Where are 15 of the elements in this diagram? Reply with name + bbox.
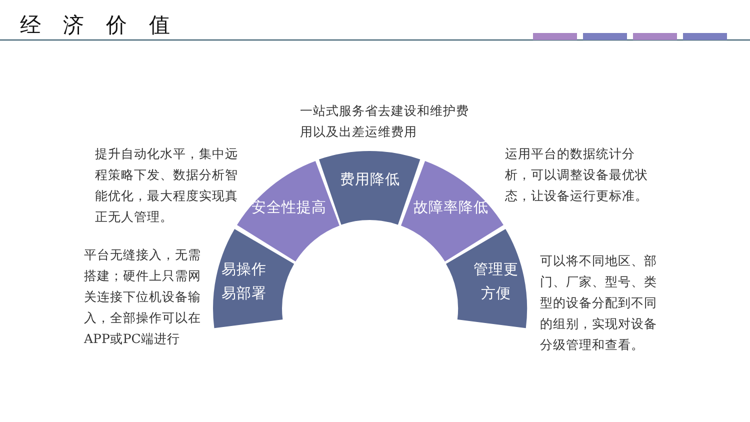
description-text: 运用平台的数据统计分析，可以调整设备最优状态，让设备运行更标准。 <box>505 145 649 205</box>
segment-label: 管理更方便 <box>472 261 519 304</box>
description-text: 可以将不同地区、部门、厂家、型号、类型的设备分配到不同的组别，实现对设备分级管理和查看。 <box>540 252 658 354</box>
segment-label: 安全性提高 <box>250 198 328 218</box>
description-text: 平台无缝接入，无需搭建；硬件上只需网关连接下位机设备输入，全部操作可以在APP或PC端进行 <box>84 246 202 348</box>
arc-segment <box>446 228 527 328</box>
description-text: 一站式服务省去建设和维护费用以及出差运维费用 <box>300 102 470 141</box>
segment-label: 费用降低 <box>338 170 401 190</box>
segment-label: 故障率降低 <box>412 198 490 218</box>
arc-segment <box>400 160 504 262</box>
segment-label: 易操作易部署 <box>221 261 268 304</box>
title: 经济价值 <box>20 12 192 39</box>
description-text: 提升自动化水平，集中远程策略下发、数据分析智能优化，最大程度实现真正无人管理。 <box>95 145 239 226</box>
arc-segment <box>213 228 294 328</box>
arc-segment <box>236 160 340 262</box>
